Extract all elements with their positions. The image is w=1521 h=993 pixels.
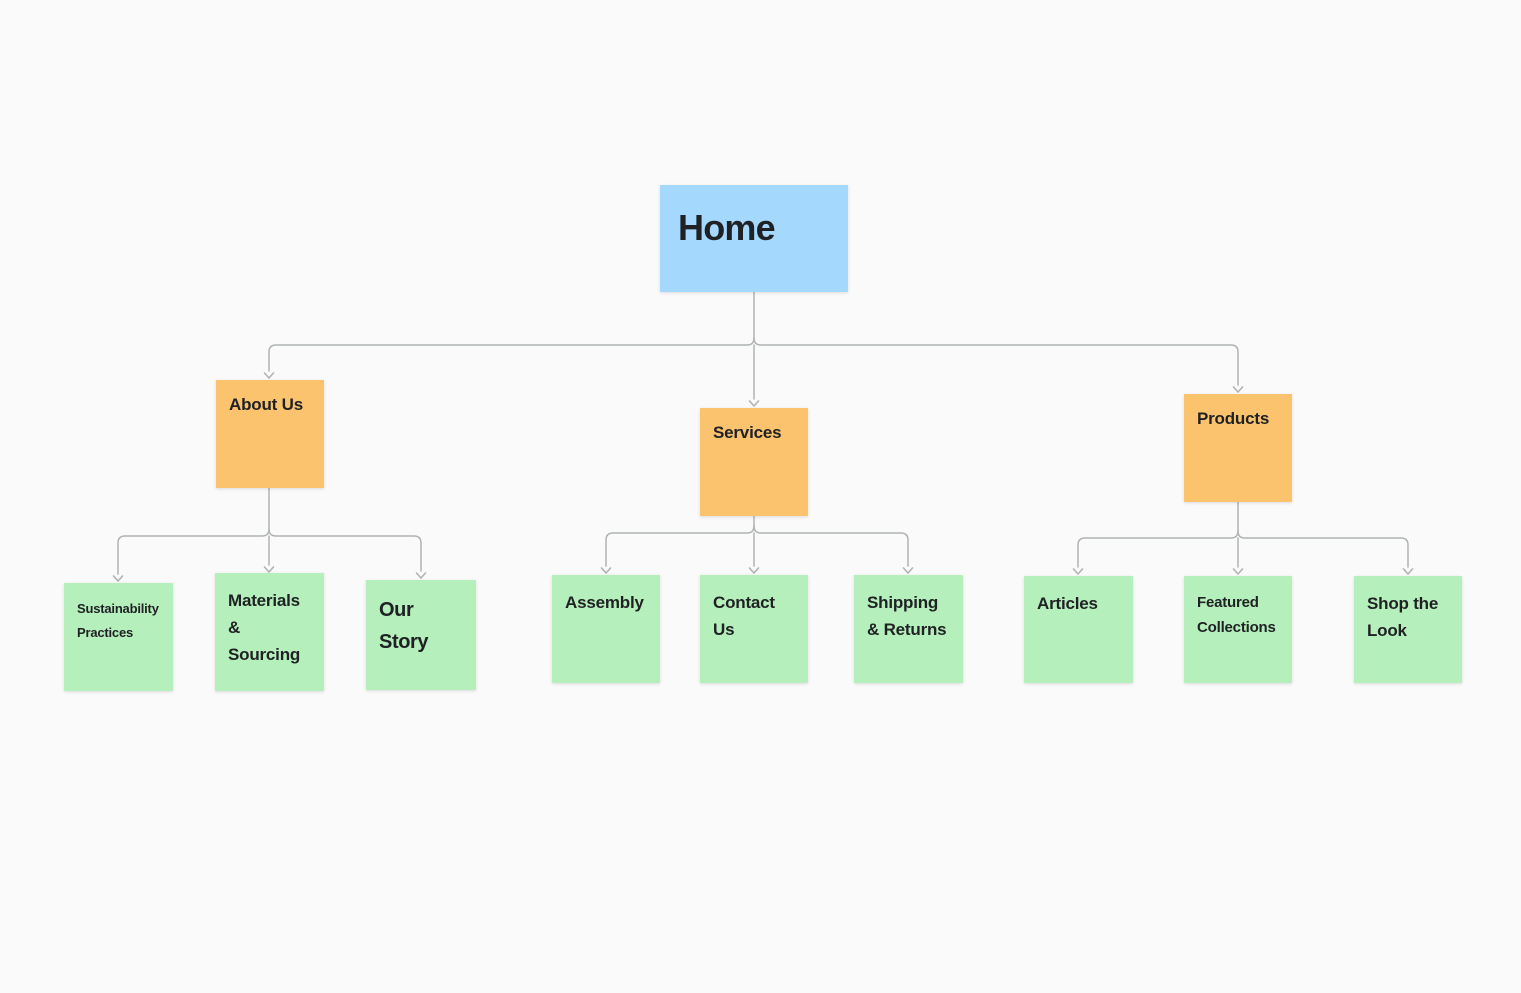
node-contact-us-label: Contact Us [713, 593, 775, 639]
edge-home-to-products [753, 337, 1239, 386]
node-assembly-label: Assembly [565, 593, 644, 612]
node-shop-the-look-label: Shop the Look [1367, 594, 1439, 640]
arrow-services [748, 400, 760, 407]
node-shipping-returns[interactable]: Shipping & Returns [854, 575, 963, 683]
edge-home-to-about-us [268, 337, 755, 372]
node-shop-the-look[interactable]: Shop the Look [1354, 576, 1462, 683]
node-materials-sourcing-label: Materials & Sourcing [228, 591, 301, 664]
edge-services-to-assembly [605, 525, 755, 567]
node-assembly[interactable]: Assembly [552, 575, 660, 683]
node-home[interactable]: Home [660, 185, 848, 292]
node-articles[interactable]: Articles [1024, 576, 1133, 683]
node-shipping-returns-label: Shipping & Returns [867, 593, 947, 639]
node-our-story-label: Our Story [379, 599, 429, 653]
arrow-shipping-returns [902, 567, 914, 574]
node-sustainability-practices-label: Sustainability Practices [77, 601, 159, 640]
arrow-articles [1072, 568, 1084, 575]
edge-products-to-shop-the-look [1237, 530, 1409, 568]
node-products[interactable]: Products [1184, 394, 1292, 502]
arrow-contact-us [748, 567, 760, 574]
node-home-label: Home [678, 207, 776, 248]
node-contact-us[interactable]: Contact Us [700, 575, 808, 683]
arrow-materials-sourcing [263, 566, 275, 573]
arrow-our-story [415, 572, 427, 579]
node-about-us[interactable]: About Us [216, 380, 324, 488]
arrow-about-us [263, 372, 275, 379]
node-about-us-label: About Us [229, 395, 303, 414]
node-products-label: Products [1197, 409, 1270, 428]
arrow-featured-collections [1232, 568, 1244, 575]
node-featured-collections-label: Featured Collections [1197, 594, 1276, 636]
arrow-shop-the-look [1402, 568, 1414, 575]
edge-about-us-to-sustainability-practices [117, 528, 270, 575]
node-materials-sourcing[interactable]: Materials & Sourcing [215, 573, 324, 691]
edge-services-to-shipping-returns [753, 525, 909, 567]
arrow-assembly [600, 567, 612, 574]
arrow-products [1232, 386, 1244, 393]
node-sustainability-practices[interactable]: Sustainability Practices [64, 583, 173, 691]
arrow-sustainability-practices [112, 575, 124, 582]
node-our-story[interactable]: Our Story [366, 580, 476, 690]
edge-about-us-to-our-story [268, 528, 422, 572]
node-featured-collections[interactable]: Featured Collections [1184, 576, 1292, 683]
node-articles-label: Articles [1037, 594, 1098, 613]
edge-products-to-articles [1077, 530, 1239, 568]
node-services-label: Services [713, 423, 782, 442]
node-services[interactable]: Services [700, 408, 808, 516]
